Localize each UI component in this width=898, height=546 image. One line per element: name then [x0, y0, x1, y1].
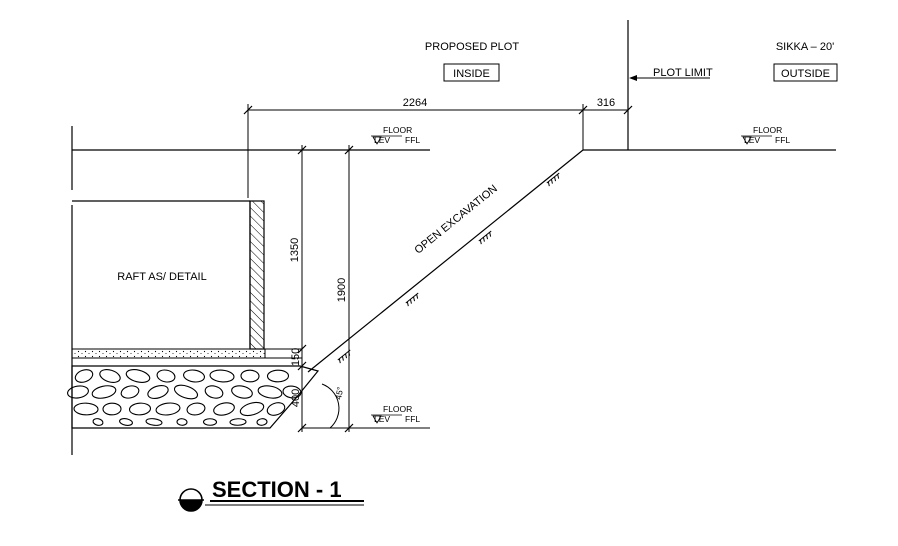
level-triangle-icon: [372, 415, 382, 424]
rubble-stone: [240, 369, 260, 383]
rubble-stone: [229, 418, 247, 426]
proposed-plot-label: PROPOSED PLOT: [425, 41, 519, 53]
rubble-stone: [186, 402, 206, 416]
level-triangle-icon: [372, 136, 382, 145]
rubble-stone: [257, 385, 283, 399]
level-triangle-icon: [742, 136, 752, 145]
rubble-stone: [183, 369, 205, 383]
dim-1350: 1350: [289, 238, 301, 262]
dim-316: 316: [597, 97, 615, 109]
section-marker: [178, 488, 204, 512]
excavation-slope-line: [307, 149, 584, 373]
lev-text: LEV: [374, 414, 390, 424]
rubble-stone: [128, 402, 152, 416]
soil-mark: [405, 292, 419, 307]
rubble-stone: [91, 385, 117, 399]
dim-tick: [243, 105, 253, 115]
ffl-text: FFL: [405, 135, 420, 145]
plot-limit-label: PLOT LIMIT: [653, 67, 713, 79]
pcc-layer: [71, 348, 266, 359]
dim-tick: [297, 361, 307, 371]
rubble-stone: [74, 369, 94, 383]
rubble-stone: [231, 385, 253, 399]
soil-hatch-marks: [337, 172, 560, 364]
rubble-stone: [266, 402, 286, 416]
rubble-stone: [256, 418, 268, 426]
dim-tick: [344, 145, 354, 155]
rubble-stones: [67, 369, 302, 426]
open-excavation-label: OPEN EXCAVATION: [412, 183, 499, 257]
soil-mark: [478, 230, 492, 245]
rubble-stone: [266, 369, 290, 383]
floor-text: FLOOR: [383, 125, 412, 135]
dim-tick: [297, 145, 307, 155]
lev-text: LEV: [744, 135, 760, 145]
outside-label: OUTSIDE: [781, 68, 830, 80]
rubble-stone: [119, 418, 133, 426]
rubble-stone: [120, 385, 140, 399]
dim-2264: 2264: [403, 97, 427, 109]
dim-400: 400: [290, 389, 302, 407]
soil-mark: [546, 172, 560, 187]
dim-150: 150: [290, 348, 302, 366]
dim-tick: [297, 344, 307, 354]
ffl-text: FFL: [775, 135, 790, 145]
outside-box: [773, 63, 838, 82]
floor-level-marker-bottom: FLOOR LEV FFL: [371, 404, 420, 424]
rubble-stone: [147, 385, 169, 399]
rubble-stone: [155, 402, 181, 416]
rubble-stone: [282, 385, 302, 399]
dim-tick: [623, 105, 633, 115]
rubble-stone: [202, 418, 218, 426]
rubble-stone: [213, 402, 235, 416]
rubble-stone: [239, 401, 265, 417]
lev-text: LEV: [374, 135, 390, 145]
inside-box: [443, 63, 500, 82]
rubble-stone: [173, 384, 199, 400]
rubble-stone: [99, 369, 121, 383]
retaining-wall: [249, 200, 265, 350]
floor-level-marker-right: FLOOR LEV FFL: [741, 125, 790, 145]
rubble-stone: [204, 385, 224, 399]
sikka-label: SIKKA – 20': [776, 41, 834, 53]
rubble-stone: [67, 385, 89, 399]
inside-label: INSIDE: [453, 68, 490, 80]
rubble-stone: [156, 369, 176, 383]
rubble-stone: [176, 418, 188, 426]
floor-text: FLOOR: [383, 404, 412, 414]
angle-label: 45°: [333, 386, 345, 400]
ffl-text: FFL: [405, 414, 420, 424]
dim-tick: [578, 105, 588, 115]
floor-level-marker-top: FLOOR LEV FFL: [371, 125, 420, 145]
floor-text: FLOOR: [753, 125, 782, 135]
rubble-stone: [209, 369, 235, 383]
rubble-stone: [73, 402, 99, 416]
plot-limit-arrow-icon: [629, 75, 637, 81]
soil-mark: [337, 349, 351, 364]
angle-arc: [321, 383, 340, 429]
rubble-stone: [145, 418, 163, 426]
section-symbol-fill: [180, 500, 202, 511]
section-title: SECTION - 1: [212, 477, 342, 502]
raft-label: RAFT AS/ DETAIL: [117, 271, 206, 283]
rubble-stone: [102, 402, 122, 416]
dim-1900: 1900: [336, 278, 348, 302]
rubble-stone: [92, 418, 104, 426]
rubble-stone: [125, 369, 151, 383]
soling-layer: [67, 365, 320, 429]
